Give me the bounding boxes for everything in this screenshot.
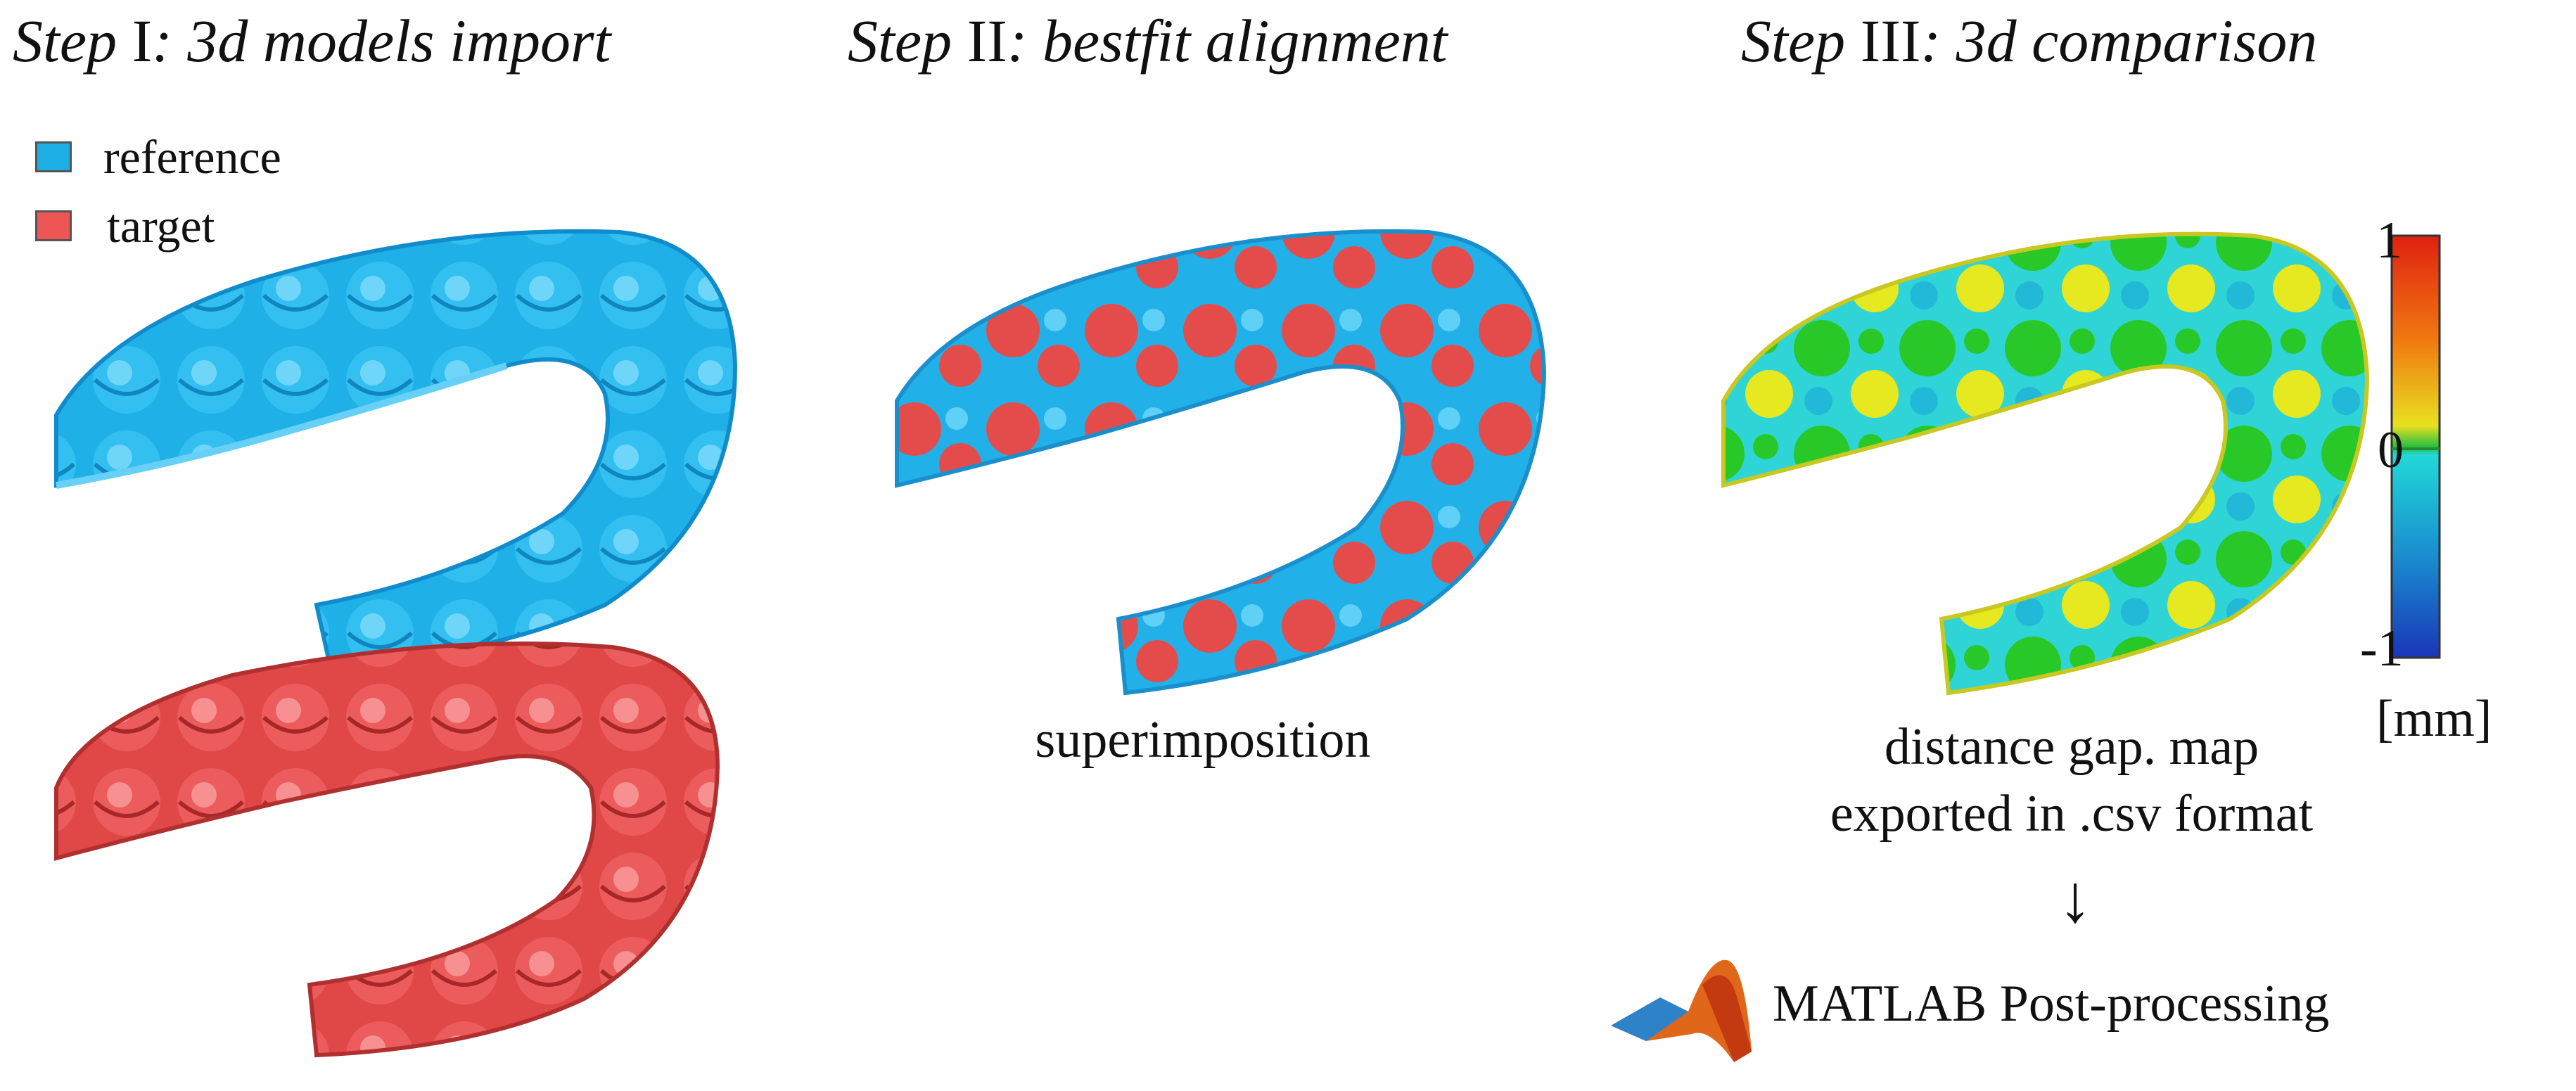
legend-label-target: target <box>107 198 215 253</box>
matlab-logo-icon <box>1611 959 1752 1062</box>
colorbar-mid-label: 0 <box>2378 421 2404 479</box>
step-2-numeral: II <box>967 7 1007 75</box>
legend: reference target <box>35 125 281 257</box>
distance-gap-map-model <box>1721 231 2370 696</box>
gap-map-caption-line2: exported in .csv format <box>1830 785 2314 843</box>
step-1-word: Step <box>13 7 117 75</box>
colorbar-max-label: 1 <box>2376 212 2402 269</box>
gap-map-caption-line1: distance gap. map <box>1884 718 2259 776</box>
legend-item-target: target <box>35 194 281 257</box>
step-3-word: Step <box>1741 7 1846 75</box>
step-1-numeral: I <box>132 7 153 75</box>
superimposed-arch-model <box>895 229 1547 696</box>
legend-swatch-reference <box>35 141 72 172</box>
step-1-text: : 3d models import <box>152 7 611 75</box>
reference-arch-model <box>54 229 738 671</box>
step-3-title: Step III: 3d comparison <box>1741 6 2317 76</box>
matlab-caption: MATLAB Post-processing <box>1773 975 2330 1033</box>
step-2-word: Step <box>848 7 952 75</box>
target-arch-model <box>54 642 720 1058</box>
legend-item-reference: reference <box>35 125 281 189</box>
step-2-title: Step II: bestfit alignment <box>848 6 1448 76</box>
step-1-title: Step I: 3d models import <box>13 6 611 76</box>
superimposition-caption: superimposition <box>1035 711 1371 769</box>
colorbar-min-label: -1 <box>2360 620 2404 677</box>
step-3-numeral: III <box>1860 7 1921 75</box>
step-2-text: : bestfit alignment <box>1007 7 1448 75</box>
legend-label-reference: reference <box>103 129 281 184</box>
down-arrow-icon: ↓ <box>2058 861 2092 936</box>
step-3-text: : 3d comparison <box>1920 7 2318 75</box>
legend-swatch-target <box>35 210 72 241</box>
colorbar <box>2390 234 2441 659</box>
colorbar-unit-label: [mm] <box>2376 690 2492 748</box>
